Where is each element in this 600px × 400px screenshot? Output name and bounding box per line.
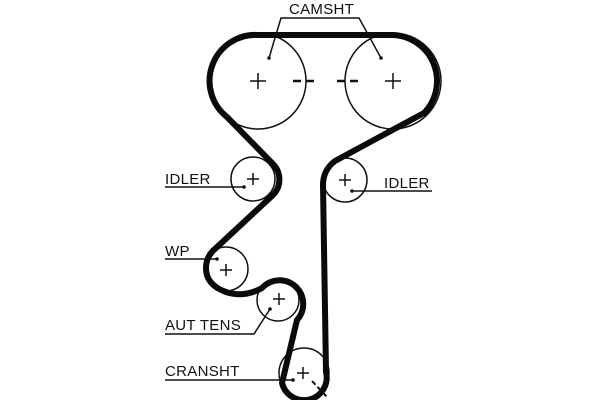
label-water-pump: WP [165, 243, 190, 260]
label-crankshaft: CRANSHT [165, 363, 240, 380]
timing-belt [203, 31, 440, 400]
crankshaft-timing-mark [311, 380, 329, 399]
leader-lines [165, 17, 432, 381]
center-marks [220, 73, 401, 379]
label-idler-left: IDLER [165, 171, 211, 188]
label-camshaft: CAMSHT [289, 1, 354, 18]
label-idler-right: IDLER [384, 175, 430, 192]
idler-pulley-left [230, 156, 276, 202]
leader-dots [215, 56, 383, 382]
label-auto-tensioner: AUT TENS [165, 317, 241, 334]
